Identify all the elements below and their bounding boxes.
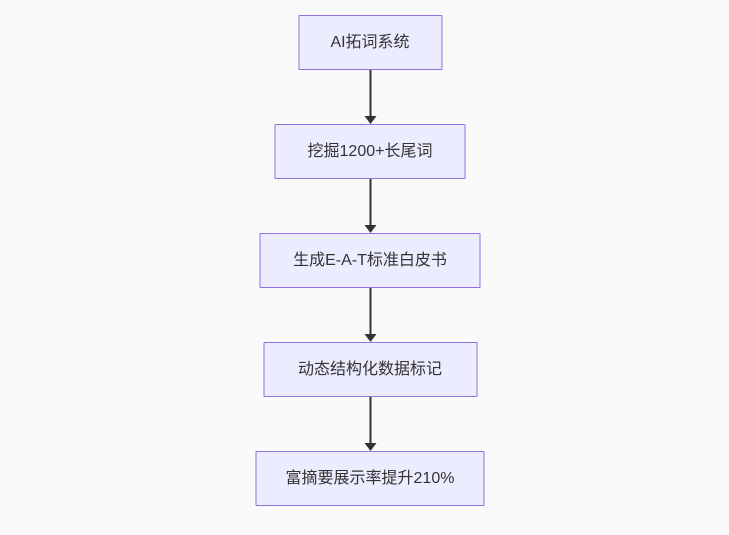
flow-arrow-3	[364, 288, 376, 342]
flowchart: AI拓词系统 挖掘1200+长尾词 生成E-A-T标准白皮书 动态结构化数据标记	[255, 15, 485, 506]
flowchart-node-structured-data: 动态结构化数据标记	[263, 342, 477, 397]
arrow-line	[369, 70, 371, 116]
flowchart-node-eat-whitepaper: 生成E-A-T标准白皮书	[259, 233, 481, 288]
node-label: 动态结构化数据标记	[297, 360, 442, 378]
arrow-down-icon	[364, 334, 376, 342]
node-label: 挖掘1200+长尾词	[307, 142, 433, 160]
flow-arrow-4	[364, 397, 376, 451]
node-label: 生成E-A-T标准白皮书	[293, 251, 447, 269]
node-label: 富摘要展示率提升210%	[285, 469, 455, 487]
flow-arrow-2	[364, 179, 376, 233]
arrow-line	[369, 397, 371, 443]
arrow-line	[369, 288, 371, 334]
flow-arrow-1	[364, 70, 376, 124]
arrow-down-icon	[364, 225, 376, 233]
arrow-line	[369, 179, 371, 225]
arrow-down-icon	[364, 443, 376, 451]
arrow-down-icon	[364, 116, 376, 124]
flowchart-node-longtail-mining: 挖掘1200+长尾词	[274, 124, 466, 179]
flowchart-node-rich-snippet-result: 富摘要展示率提升210%	[255, 451, 485, 506]
node-label: AI拓词系统	[330, 33, 410, 51]
flowchart-node-ai-system: AI拓词系统	[298, 15, 442, 70]
